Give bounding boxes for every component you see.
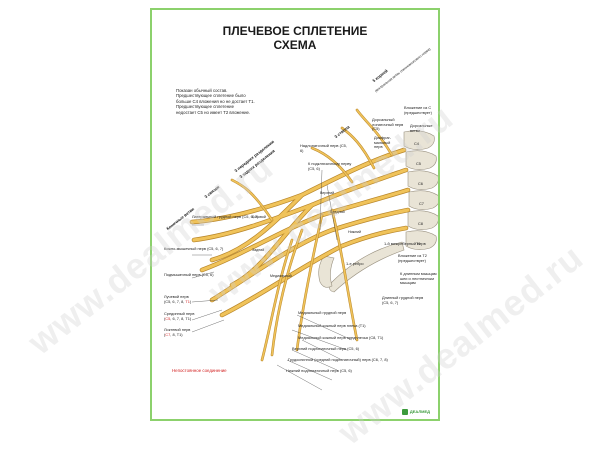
vertebra-c4 — [403, 130, 435, 150]
radial-label: Лучевой нерв (С5, 6, 7, 8, T1) — [164, 294, 192, 305]
vertebra-label-c6: C6 — [418, 181, 423, 186]
ulnar-roots-open: ( — [164, 331, 166, 337]
median-name: Срединный нерв — [164, 311, 195, 316]
ulnar-label: Локтевой нерв (C7, 8, T1) — [164, 327, 191, 338]
long-muscles-label: К длинным мышцам шеи и лестничным мышцам — [400, 271, 437, 286]
radial-name: Лучевой нерв — [164, 294, 189, 299]
lateral-pectoral-label: Латеральный грудной нерв (С5, 6, 7) — [192, 214, 259, 219]
axillary-label: Подмышечный нерв (С5, 6) — [164, 272, 214, 277]
intro-line: недостает С5 но имеет Т2 вложение. — [176, 109, 251, 115]
poster-title: ПЛЕЧЕВОЕ СПЛЕТЕНИЕ СХЕМА — [152, 24, 438, 52]
vertebra-label-c4: C4 — [414, 141, 419, 146]
vertebra-c5 — [405, 150, 437, 170]
cord-lateral: Боковой — [252, 215, 266, 219]
vertebra-c6 — [407, 170, 438, 190]
radial-roots-text: (С5, 6, 7, 8, — [164, 298, 186, 304]
c4-contribution-label: Вложение из С (предшествует) — [404, 105, 432, 115]
bottom-label-4: Верхний подлопаточный нерв (С5, 6) — [292, 346, 360, 351]
long-thoracic-label: Длинный грудной нерв (С5, 6, 7) — [382, 295, 424, 305]
bottom-label-5: Грудоспинной (средний подлопаточный) нер… — [288, 357, 388, 362]
trunk-lower: Нижний — [348, 230, 362, 234]
clavicle-stub — [318, 255, 335, 288]
leader-lines — [191, 169, 353, 391]
intro-text: Показан обычный состав. Предшествующее с… — [176, 88, 296, 115]
vertebra-label-c5: C5 — [416, 161, 421, 166]
t2-contribution-label: Вложение из Т2 (предшествует) — [398, 253, 427, 263]
vertebra-label-c8: C8 — [418, 221, 423, 226]
poster-frame: ПЛЕЧЕВОЕ СПЛЕТЕНИЕ СХЕМА Показан обычный… — [150, 8, 440, 421]
ulnar-roots: (C7, 8, T1) — [164, 331, 190, 338]
bottom-label-3: Медиальный кожный нерв предплечья (С8, Т… — [298, 335, 384, 340]
first-rib-label: 1-е ребро — [346, 261, 364, 266]
vertebra-t1 — [407, 210, 438, 230]
median-roots-text: , 6, 7, 8, T1) — [170, 315, 192, 321]
ulnar-roots-red: C7 — [165, 331, 171, 337]
brachial-plexus-diagram — [189, 108, 438, 391]
median-roots: (C5, 6, 7, 8, T1) — [164, 315, 194, 322]
title-line-2: СХЕМА — [273, 38, 317, 52]
vertebra-t2 — [405, 230, 437, 250]
title-line-1: ПЛЕЧЕВОЕ СПЛЕТЕНИЕ — [222, 24, 368, 38]
median-roots-red: C5 — [165, 315, 171, 321]
ulnar-name: Локтевой нерв — [164, 327, 191, 332]
intro-line: Показан обычный состав. — [176, 88, 228, 93]
median-roots-open: ( — [164, 315, 166, 321]
bottom-label-1: Медиальный грудной нерв — [298, 310, 347, 315]
radial-roots-close: ) — [189, 298, 192, 304]
first-intercostal-label: 1-й межреберный нерв — [384, 241, 426, 246]
radial-roots: (С5, 6, 7, 8, T1) — [164, 298, 192, 305]
intro-line: больше С4 вложения но не достает Т1. — [176, 98, 255, 104]
bottom-label-6: Нижний подлопаточный нерв (С5, 6) — [286, 368, 352, 373]
ulnar-roots-text: , 8, T1) — [170, 331, 183, 337]
musculocutaneous-label: Кожно-мышечный нерв (С5, 6, 7) — [164, 246, 224, 251]
nerve-bundle — [189, 108, 411, 362]
cord-posterior: Задний — [252, 248, 265, 252]
dorsal-branches-label: Дорсальные ветви — [410, 123, 433, 133]
vertebra-label-t1: T1 — [416, 241, 421, 246]
brand-logo: ДЕАЛМЕД — [401, 409, 430, 415]
trunk-upper: Верхний — [320, 191, 335, 195]
trunk-middle: Средний — [330, 210, 345, 214]
intro-line: Предшествующее сплетение было — [176, 93, 246, 99]
spine-illustration — [318, 130, 438, 293]
legend-inconstant-connection: Непостоянное соединение — [172, 368, 227, 373]
vertebra-label-c7: C7 — [419, 201, 424, 206]
phrenic-label: Диафраг-мальный нерв — [374, 135, 392, 150]
first-rib — [329, 241, 405, 293]
vertebra-c7 — [408, 190, 438, 210]
radial-roots-red: T1 — [185, 298, 190, 304]
intro-line: Предшествующее сплетение — [176, 104, 234, 110]
logo-mark-icon — [401, 409, 408, 415]
dorsal-scapular-label: Дорсальный лопаточный нерв (С5) — [372, 117, 404, 132]
cord-medial: Медиальный — [270, 274, 292, 278]
median-label: Срединный нерв (C5, 6, 7, 8, T1) — [164, 311, 195, 322]
subclavius-label: К подключичному нерву (С5, 6) — [308, 161, 352, 171]
bottom-label-2: Медиальный кожный нерв плеча (T1) — [298, 323, 366, 328]
suprascapular-label: Надлопаточный нерв (С5, 6) — [300, 143, 347, 153]
logo-text: ДЕАЛМЕД — [409, 409, 430, 415]
